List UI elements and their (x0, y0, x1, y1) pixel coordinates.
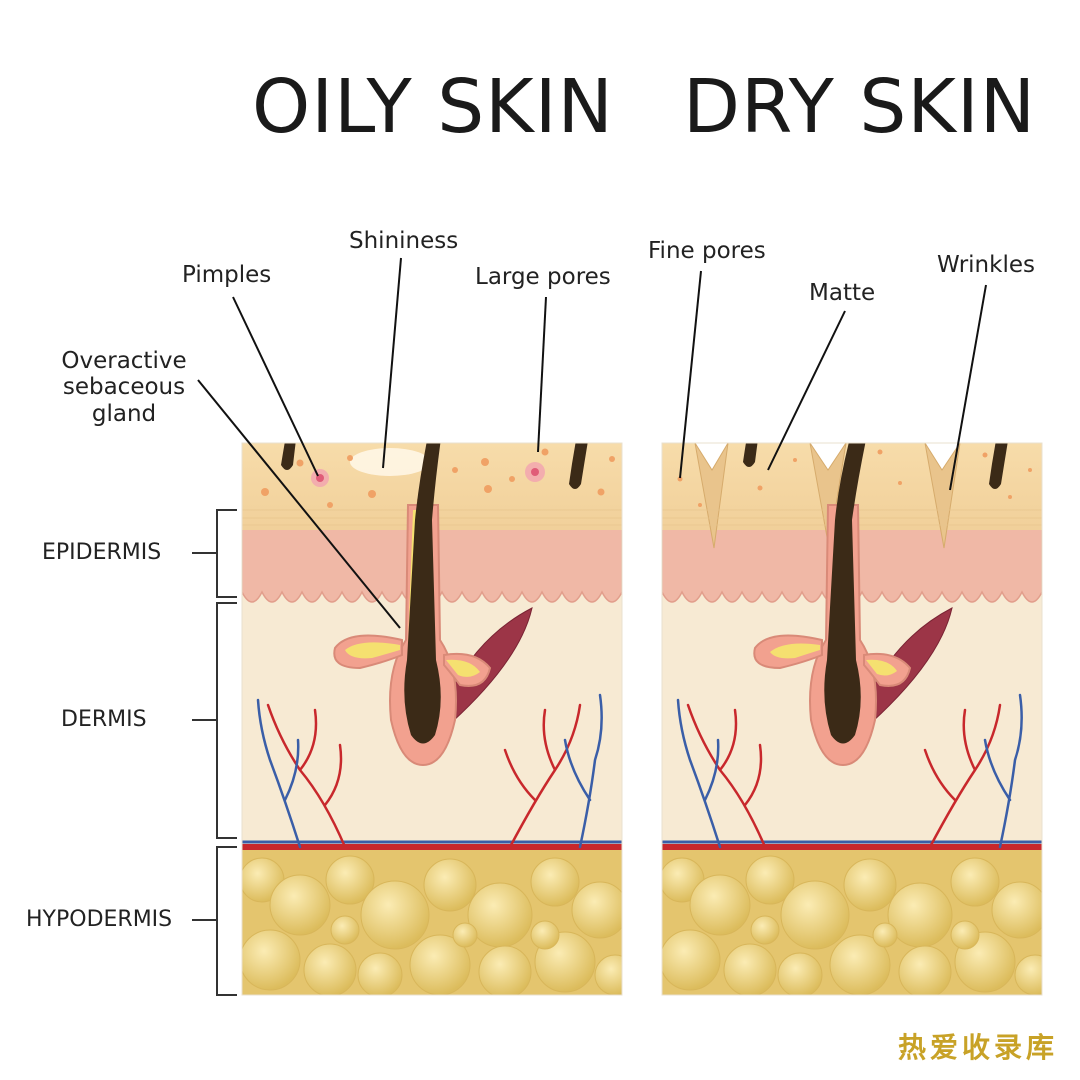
shininess-highlight (350, 448, 430, 476)
dry-skin-panel (662, 443, 1042, 995)
wrinkle (924, 443, 961, 549)
dermis-label: DERMIS (61, 707, 147, 732)
watermark-text: 热爱收录库 (897, 1031, 1058, 1064)
hairs (743, 443, 1008, 744)
sebaceous-gland-label-line2: sebaceous (62, 374, 186, 401)
fine-pores-label: Fine pores (648, 238, 766, 264)
shininess-label: Shininess (349, 228, 459, 254)
oily-skin-panel (242, 443, 622, 995)
callout-lines (197, 257, 987, 629)
dry-skin-title: DRY SKIN (683, 64, 1037, 150)
sebum (770, 643, 897, 676)
wrinkle (694, 443, 729, 549)
pores (677, 449, 1032, 507)
hairs (281, 443, 588, 744)
blood-vessels (242, 693, 622, 850)
oily-skin-title: OILY SKIN (252, 64, 614, 150)
blood-vessels (662, 693, 1042, 850)
wrinkle (809, 443, 847, 549)
large-pores-label: Large pores (475, 264, 611, 290)
fat-cells (662, 855, 1042, 995)
sebaceous-gland-label-line1: Overactive (61, 348, 187, 374)
wrinkles-label: Wrinkles (937, 252, 1035, 278)
sebaceous-gland-label-line3: gland (91, 400, 157, 427)
epidermis-label: EPIDERMIS (42, 540, 162, 565)
pimples-label: Pimples (182, 262, 272, 288)
sebaceous-gland-label: Overactive sebaceous gland (58, 348, 190, 427)
fat-cells (242, 855, 622, 995)
layer-brackets (192, 509, 237, 996)
hypodermis-label: HYPODERMIS (26, 907, 173, 932)
matte-label: Matte (809, 280, 876, 306)
